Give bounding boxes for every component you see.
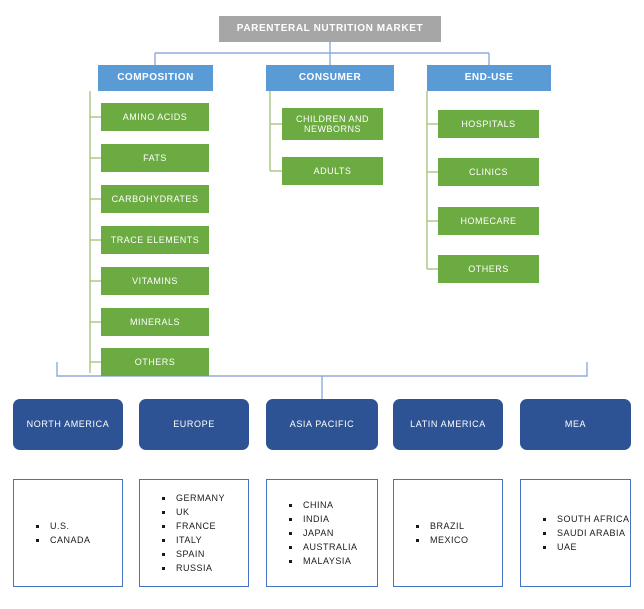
- country-list-item: CHINA: [289, 498, 377, 512]
- country-list-item: MALAYSIA: [289, 554, 377, 568]
- category-header-consumer[interactable]: CONSUMER: [266, 65, 394, 91]
- region-europe[interactable]: EUROPE: [139, 399, 249, 450]
- country-list-item: UK: [162, 505, 248, 519]
- leaf-adults[interactable]: ADULTS: [282, 157, 383, 185]
- leaf-hospitals[interactable]: HOSPITALS: [438, 110, 539, 138]
- country-list-item: AUSTRALIA: [289, 540, 377, 554]
- country-list-item: FRANCE: [162, 519, 248, 533]
- country-list-item: CANADA: [36, 533, 122, 547]
- country-list-item: SOUTH AFRICA: [543, 512, 630, 526]
- country-list-item: INDIA: [289, 512, 377, 526]
- country-list-item: ITALY: [162, 533, 248, 547]
- leaf-minerals[interactable]: MINERALS: [101, 308, 209, 336]
- leaf-clinics[interactable]: CLINICS: [438, 158, 539, 186]
- leaf-homecare[interactable]: HOMECARE: [438, 207, 539, 235]
- country-list-item: UAE: [543, 540, 630, 554]
- leaf-children-and-newborns[interactable]: CHILDREN AND NEWBORNS: [282, 108, 383, 140]
- country-list-item: U.S.: [36, 519, 122, 533]
- country-list-item: GERMANY: [162, 491, 248, 505]
- region-mea[interactable]: MEA: [520, 399, 631, 450]
- country-list-item: RUSSIA: [162, 561, 248, 575]
- country-list-item: SAUDI ARABIA: [543, 526, 630, 540]
- country-list-item: JAPAN: [289, 526, 377, 540]
- category-header-composition[interactable]: COMPOSITION: [98, 65, 213, 91]
- region-asia-pacific[interactable]: ASIA PACIFIC: [266, 399, 378, 450]
- diagram-title: PARENTERAL NUTRITION MARKET: [219, 16, 441, 42]
- country-list-north-america: U.S.CANADA: [14, 519, 122, 547]
- leaf-fats[interactable]: FATS: [101, 144, 209, 172]
- leaf-composition-others[interactable]: OTHERS: [101, 348, 209, 376]
- leaf-trace-elements[interactable]: TRACE ELEMENTS: [101, 226, 209, 254]
- leaf-carbohydrates[interactable]: CARBOHYDRATES: [101, 185, 209, 213]
- leaf-amino-acids[interactable]: AMINO ACIDS: [101, 103, 209, 131]
- country-list-item: MEXICO: [416, 533, 502, 547]
- region-north-america[interactable]: NORTH AMERICA: [13, 399, 123, 450]
- leaf-vitamins[interactable]: VITAMINS: [101, 267, 209, 295]
- country-list-item: BRAZIL: [416, 519, 502, 533]
- category-header-end-use[interactable]: END-USE: [427, 65, 551, 91]
- region-latin-america[interactable]: LATIN AMERICA: [393, 399, 503, 450]
- country-card-north-america: U.S.CANADA: [13, 479, 123, 587]
- country-list-item: SPAIN: [162, 547, 248, 561]
- leaf-end-use-others[interactable]: OTHERS: [438, 255, 539, 283]
